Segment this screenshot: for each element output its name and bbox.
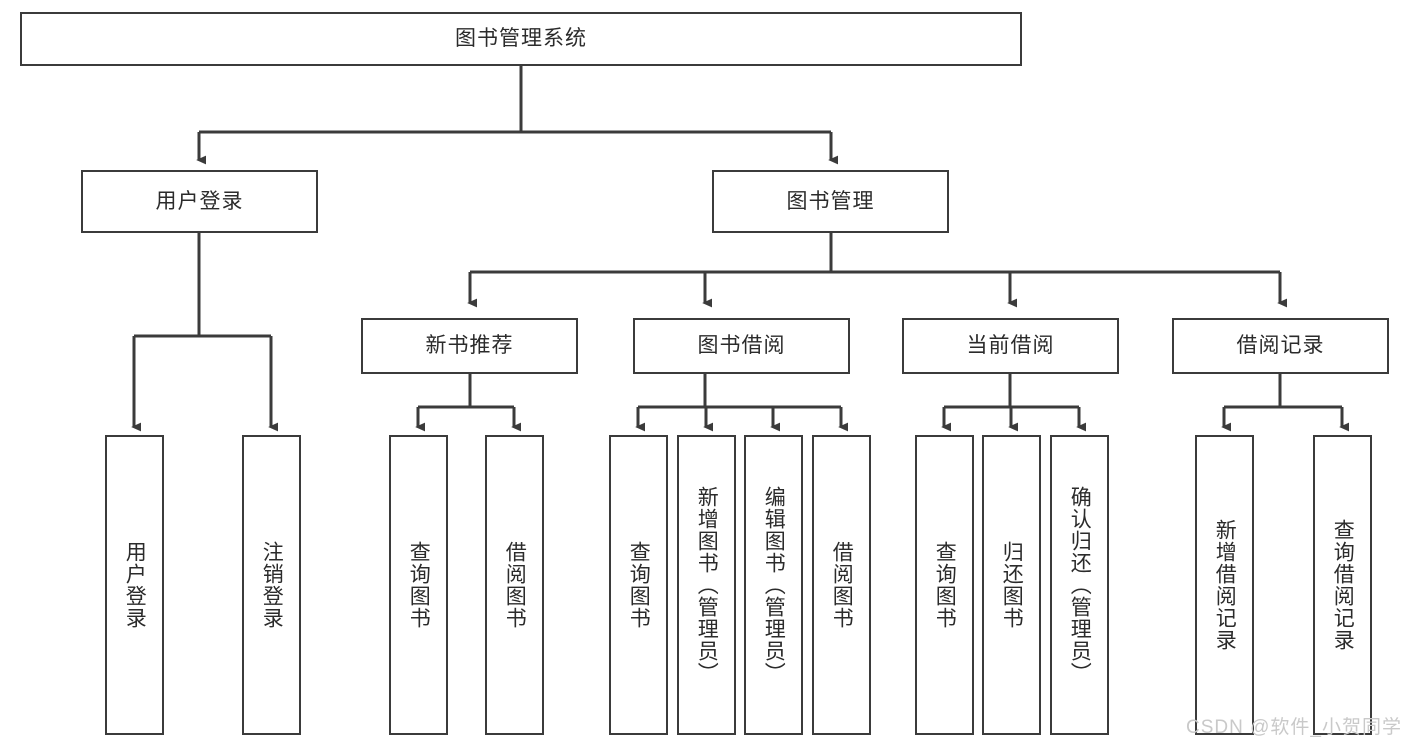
node-borrow-record[interactable]: 借阅记录 — [1172, 318, 1389, 374]
node-label: 查询借阅记录 — [1331, 519, 1355, 651]
node-label: 借阅记录 — [1236, 334, 1325, 358]
node-book-management-system[interactable]: 图书管理系统 — [20, 12, 1022, 66]
leaf-borrow-book-2[interactable]: 借阅图书 — [812, 435, 871, 735]
node-current-borrow[interactable]: 当前借阅 — [902, 318, 1119, 374]
leaf-query-book-2[interactable]: 查询图书 — [609, 435, 668, 735]
leaf-logout-login[interactable]: 注销登录 — [242, 435, 301, 735]
leaf-query-borrow-record[interactable]: 查询借阅记录 — [1313, 435, 1372, 735]
leaf-user-login[interactable]: 用户登录 — [105, 435, 164, 735]
node-label: 新增借阅记录 — [1213, 519, 1237, 651]
node-label: 借阅图书 — [503, 541, 527, 629]
node-label: 确认归还（管理员） — [1068, 486, 1092, 684]
node-label: 用户登录 — [155, 189, 244, 213]
leaf-query-book-3[interactable]: 查询图书 — [915, 435, 974, 735]
leaf-edit-book[interactable]: 编辑图书（管理员） — [744, 435, 803, 735]
node-label: 图书管理系统 — [455, 27, 587, 51]
node-label: 用户登录 — [123, 541, 147, 629]
node-label: 查询图书 — [933, 541, 957, 629]
node-label: 编辑图书（管理员） — [762, 486, 786, 684]
node-label: 查询图书 — [407, 541, 431, 629]
node-label: 查询图书 — [627, 541, 651, 629]
node-label: 当前借阅 — [966, 334, 1055, 358]
node-new-book-recommend[interactable]: 新书推荐 — [361, 318, 578, 374]
node-book-manage[interactable]: 图书管理 — [712, 170, 949, 233]
node-label: 图书管理 — [786, 189, 875, 213]
leaf-query-book-1[interactable]: 查询图书 — [389, 435, 448, 735]
node-label: 注销登录 — [260, 541, 284, 629]
node-book-borrow[interactable]: 图书借阅 — [633, 318, 850, 374]
node-label: 借阅图书 — [830, 541, 854, 629]
leaf-return-book[interactable]: 归还图书 — [982, 435, 1041, 735]
leaf-confirm-return[interactable]: 确认归还（管理员） — [1050, 435, 1109, 735]
leaf-add-borrow-record[interactable]: 新增借阅记录 — [1195, 435, 1254, 735]
node-label: 图书借阅 — [697, 334, 786, 358]
node-label: 归还图书 — [1000, 541, 1024, 629]
node-label: 新增图书（管理员） — [695, 486, 719, 684]
leaf-add-book[interactable]: 新增图书（管理员） — [677, 435, 736, 735]
watermark: CSDN @软件_小贺同学 — [1186, 717, 1402, 738]
node-label: 新书推荐 — [425, 334, 514, 358]
node-user-login[interactable]: 用户登录 — [81, 170, 318, 233]
leaf-borrow-book-1[interactable]: 借阅图书 — [485, 435, 544, 735]
